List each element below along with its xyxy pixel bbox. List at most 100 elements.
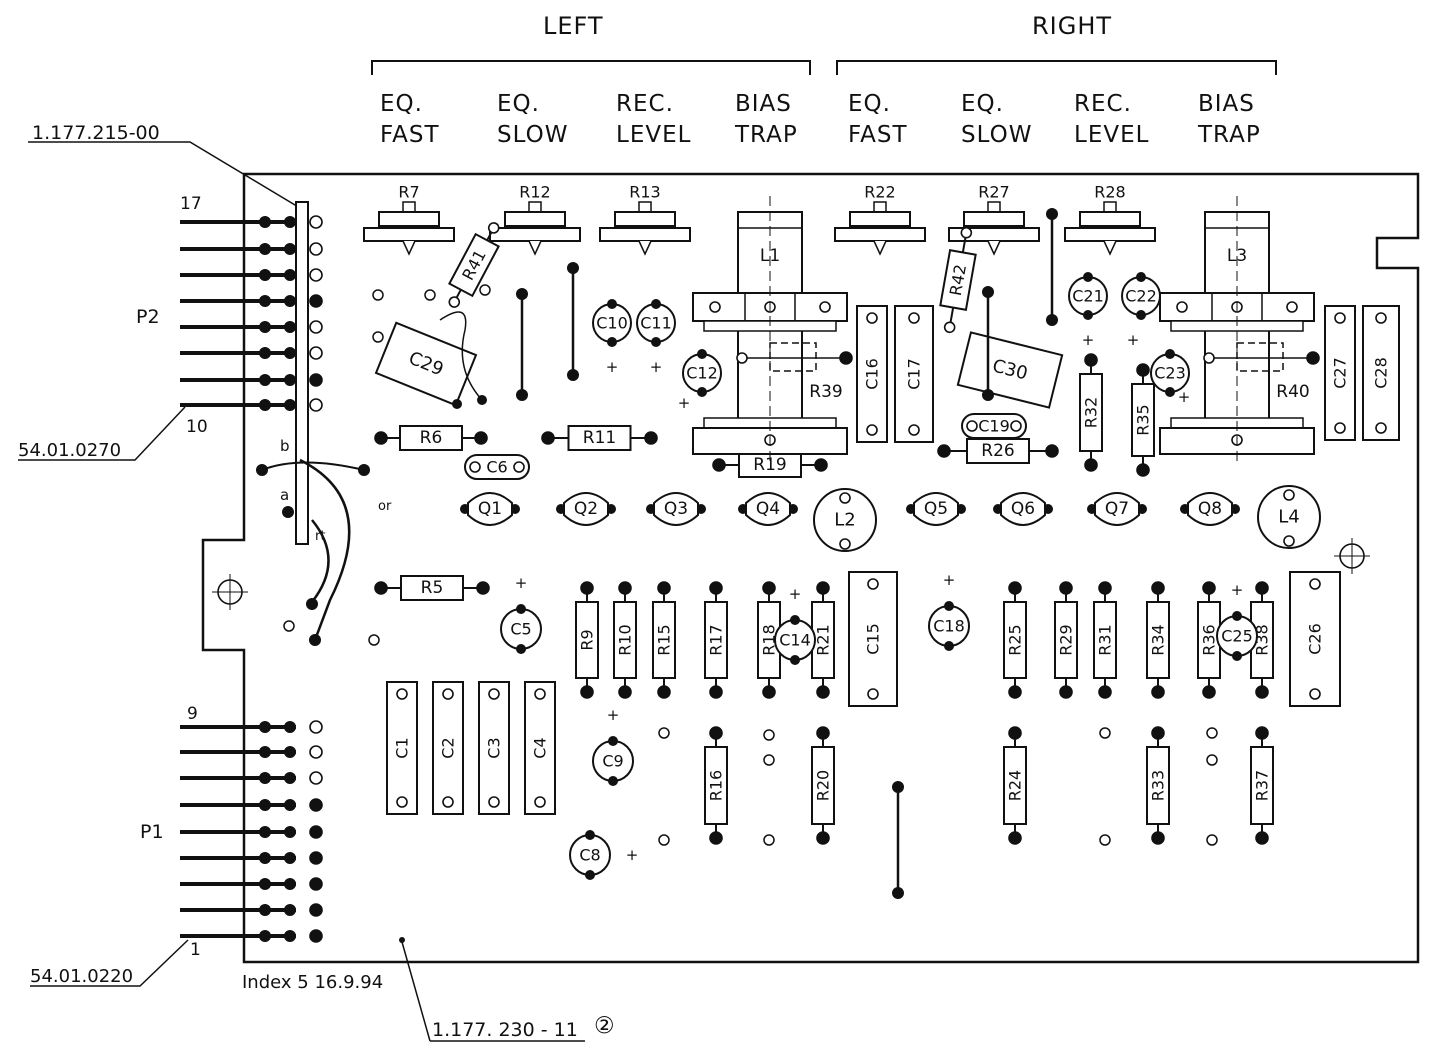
capacitor-c29[interactable]: C29: [374, 321, 478, 407]
transistor-q3[interactable]: Q3: [646, 492, 706, 526]
resistor-r20[interactable]: R20: [811, 726, 835, 845]
transistor-q6[interactable]: Q6: [993, 492, 1053, 526]
resistor-r21[interactable]: R21: [811, 581, 835, 699]
capacitor-label: C14: [779, 631, 811, 650]
connector-pin: [180, 903, 323, 917]
trimmer-r12[interactable]: R12: [489, 183, 581, 256]
resistor-label: R15: [655, 624, 674, 655]
resistor-r6[interactable]: R6: [374, 425, 488, 451]
transistor-q1[interactable]: Q1: [460, 492, 520, 526]
trimmer-r28[interactable]: R28: [1064, 183, 1156, 256]
capacitor-c22[interactable]: C22+: [1121, 272, 1161, 349]
capacitor-c8[interactable]: C8+: [569, 830, 638, 880]
trimmer-label: R13: [629, 183, 660, 202]
resistor-label: R6: [420, 428, 443, 448]
capacitor-c28[interactable]: C28: [1362, 305, 1400, 441]
capacitor-c15[interactable]: C15: [848, 571, 898, 707]
capacitor-c10[interactable]: C10+: [592, 299, 632, 376]
transistor-label: Q7: [1105, 499, 1129, 519]
trimmer-r13[interactable]: R13: [599, 183, 691, 256]
resistor-r29[interactable]: R29: [1054, 581, 1078, 699]
resistor-r42[interactable]: R42: [936, 226, 980, 335]
p1-cable-label: 54.01.0220: [30, 966, 134, 987]
transistor-q8[interactable]: Q8: [1180, 492, 1240, 526]
capacitor-c23[interactable]: C23+: [1150, 349, 1191, 406]
capacitor-c30[interactable]: C30: [956, 331, 1064, 409]
capacitor-c3[interactable]: C3: [478, 681, 510, 815]
wire-or-label: or: [378, 499, 392, 514]
resistor-r15[interactable]: R15: [652, 581, 676, 699]
transistor-q5[interactable]: Q5: [906, 492, 966, 526]
resistor-label: R34: [1149, 624, 1168, 655]
capacitor-c26[interactable]: C26: [1289, 571, 1341, 707]
resistor-r36[interactable]: R36: [1197, 581, 1221, 699]
coil-l4[interactable]: L4: [1257, 485, 1321, 549]
transistor-label: Q2: [574, 499, 598, 519]
capacitor-label: C3: [485, 737, 504, 758]
trimmer-label: R7: [398, 183, 419, 202]
trimmer-label: R22: [864, 183, 895, 202]
capacitor-c11[interactable]: C11+: [636, 299, 676, 376]
polarity-label: +: [1178, 388, 1191, 406]
resistor-r11[interactable]: R11: [541, 425, 658, 451]
resistor-r17[interactable]: R17: [704, 581, 728, 699]
capacitor-c16[interactable]: C16: [856, 305, 888, 443]
resistor-r33[interactable]: R33: [1146, 726, 1170, 845]
capacitor-c4[interactable]: C4: [524, 681, 556, 815]
resistor-r25[interactable]: R25: [1003, 581, 1027, 699]
resistor-r35[interactable]: R35: [1131, 363, 1155, 477]
resistor-label: R40: [1276, 382, 1309, 402]
column-label: REC.LEVEL: [616, 91, 692, 148]
capacitor-c19[interactable]: C19: [961, 413, 1027, 439]
capacitor-label: C19: [978, 417, 1010, 436]
capacitor-c5[interactable]: C5+: [500, 574, 542, 654]
resistor-r18[interactable]: R18: [757, 581, 781, 699]
resistor-r41[interactable]: R41: [440, 217, 507, 312]
resistor-r26[interactable]: R26: [937, 438, 1059, 464]
p1-connector-label: P1: [140, 821, 164, 843]
capacitor-c18[interactable]: C18+: [928, 571, 970, 651]
transistor-q2[interactable]: Q2: [556, 492, 616, 526]
resistor-label: R36: [1200, 624, 1219, 655]
resistor-r10[interactable]: R10: [613, 581, 637, 699]
trimmer-r22[interactable]: R22: [834, 183, 926, 256]
capacitor-label: C15: [864, 623, 883, 655]
capacitor-c1[interactable]: C1: [386, 681, 418, 815]
resistor-r16[interactable]: R16: [704, 726, 728, 845]
capacitor-c9[interactable]: C9+: [592, 706, 634, 786]
capacitor-c6[interactable]: C6: [464, 454, 530, 480]
capacitor-c14[interactable]: C14+: [774, 585, 816, 665]
p2-cable-label: 54.01.0270: [18, 440, 122, 461]
connector-pin: [180, 825, 323, 839]
connector-pin: [180, 320, 323, 334]
connector-pin: [180, 798, 323, 812]
resistor-r31[interactable]: R31: [1093, 581, 1117, 699]
p2-pin-first: 17: [180, 194, 202, 214]
transistor-q7[interactable]: Q7: [1087, 492, 1147, 526]
transistor-q4[interactable]: Q4: [738, 492, 798, 526]
capacitor-c21[interactable]: C21+: [1068, 272, 1108, 349]
capacitor-c12[interactable]: C12+: [678, 349, 722, 412]
capacitor-c27[interactable]: C27: [1324, 305, 1356, 441]
resistor-r9[interactable]: R9: [575, 581, 599, 699]
resistor-r24[interactable]: R24: [1003, 726, 1027, 845]
capacitor-c17[interactable]: C17: [894, 305, 934, 443]
resistor-label: R26: [981, 441, 1014, 461]
leader-p2: [18, 406, 186, 461]
connector-pin: [180, 877, 323, 891]
coil-l2[interactable]: L2: [813, 488, 877, 552]
resistor-r32[interactable]: R32: [1079, 353, 1103, 472]
trimmer-r7[interactable]: R7: [363, 183, 455, 256]
wire-rt-label: rt: [315, 529, 326, 544]
connector-pin: [180, 346, 323, 360]
capacitor-c2[interactable]: C2: [432, 681, 464, 815]
resistor-r34[interactable]: R34: [1146, 581, 1170, 699]
resistor-r5[interactable]: R5: [374, 575, 490, 601]
resistor-r37[interactable]: R37: [1250, 726, 1274, 845]
connector-pin: [180, 268, 323, 282]
trimmer-r27[interactable]: R27: [948, 183, 1040, 256]
capacitor-c25[interactable]: C25+: [1216, 581, 1258, 661]
